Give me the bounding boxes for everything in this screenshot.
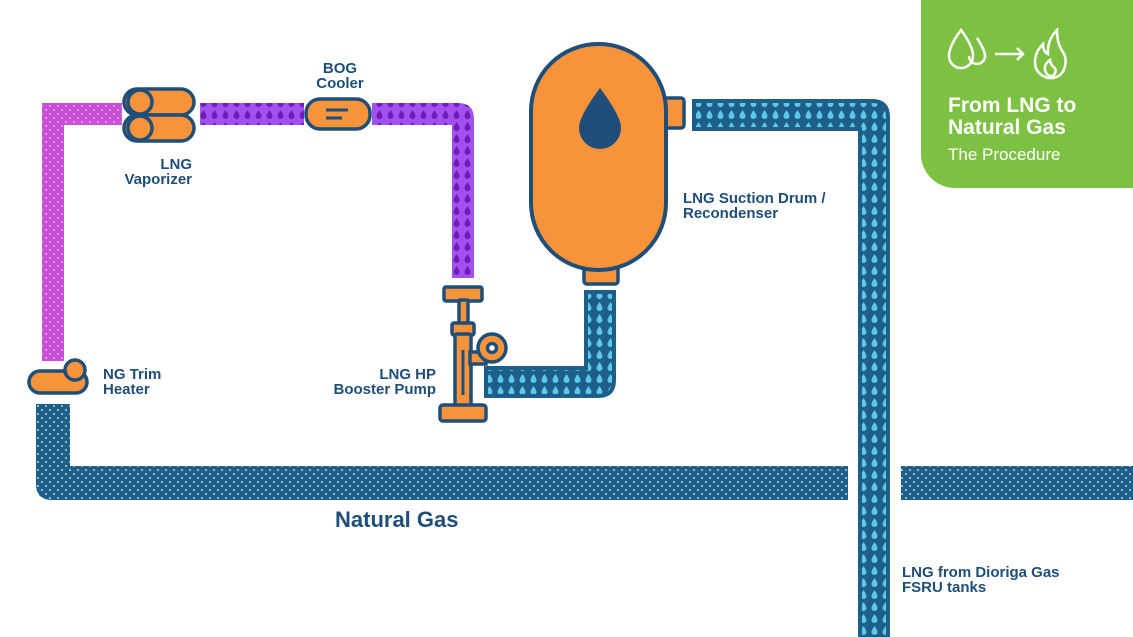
label-natural-gas: Natural Gas xyxy=(335,507,459,532)
water-drops-icon xyxy=(947,27,987,70)
label-lng-hp-booster-pump: LNG HP Booster Pump xyxy=(333,366,436,398)
label-lng-source: LNG from Dioriga Gas FSRU tanks xyxy=(902,564,1060,596)
subtitle-text: The Procedure xyxy=(948,145,1061,164)
lng-pipe-fsru xyxy=(692,99,890,637)
arrow-right-icon xyxy=(995,47,1025,61)
suction-drum xyxy=(529,42,686,286)
ng-trim-heater xyxy=(27,358,89,395)
lng-vaporizer xyxy=(122,87,196,143)
natural-gas-pipe xyxy=(36,404,1133,500)
lng-pipe-violet xyxy=(200,103,474,278)
label-ng-trim-heater: NG Trim Heater xyxy=(103,366,162,398)
title-icon-row xyxy=(947,26,1067,80)
lng-hp-booster-pump xyxy=(438,285,508,423)
bog-cooler xyxy=(304,97,372,131)
ng-pipe-magenta xyxy=(42,103,122,361)
lng-pipe-drum-to-pump xyxy=(484,290,616,398)
label-bog-cooler: BOG Cooler xyxy=(316,60,364,92)
title-text: From LNG to Natural Gas xyxy=(948,94,1077,139)
title-box: From LNG to Natural Gas The Procedure xyxy=(921,0,1133,188)
label-lng-vaporizer: LNG Vaporizer xyxy=(124,156,192,188)
flame-icon xyxy=(1033,26,1067,80)
label-suction-drum: LNG Suction Drum / Recondenser xyxy=(683,190,826,222)
droplet-icon xyxy=(579,88,621,149)
